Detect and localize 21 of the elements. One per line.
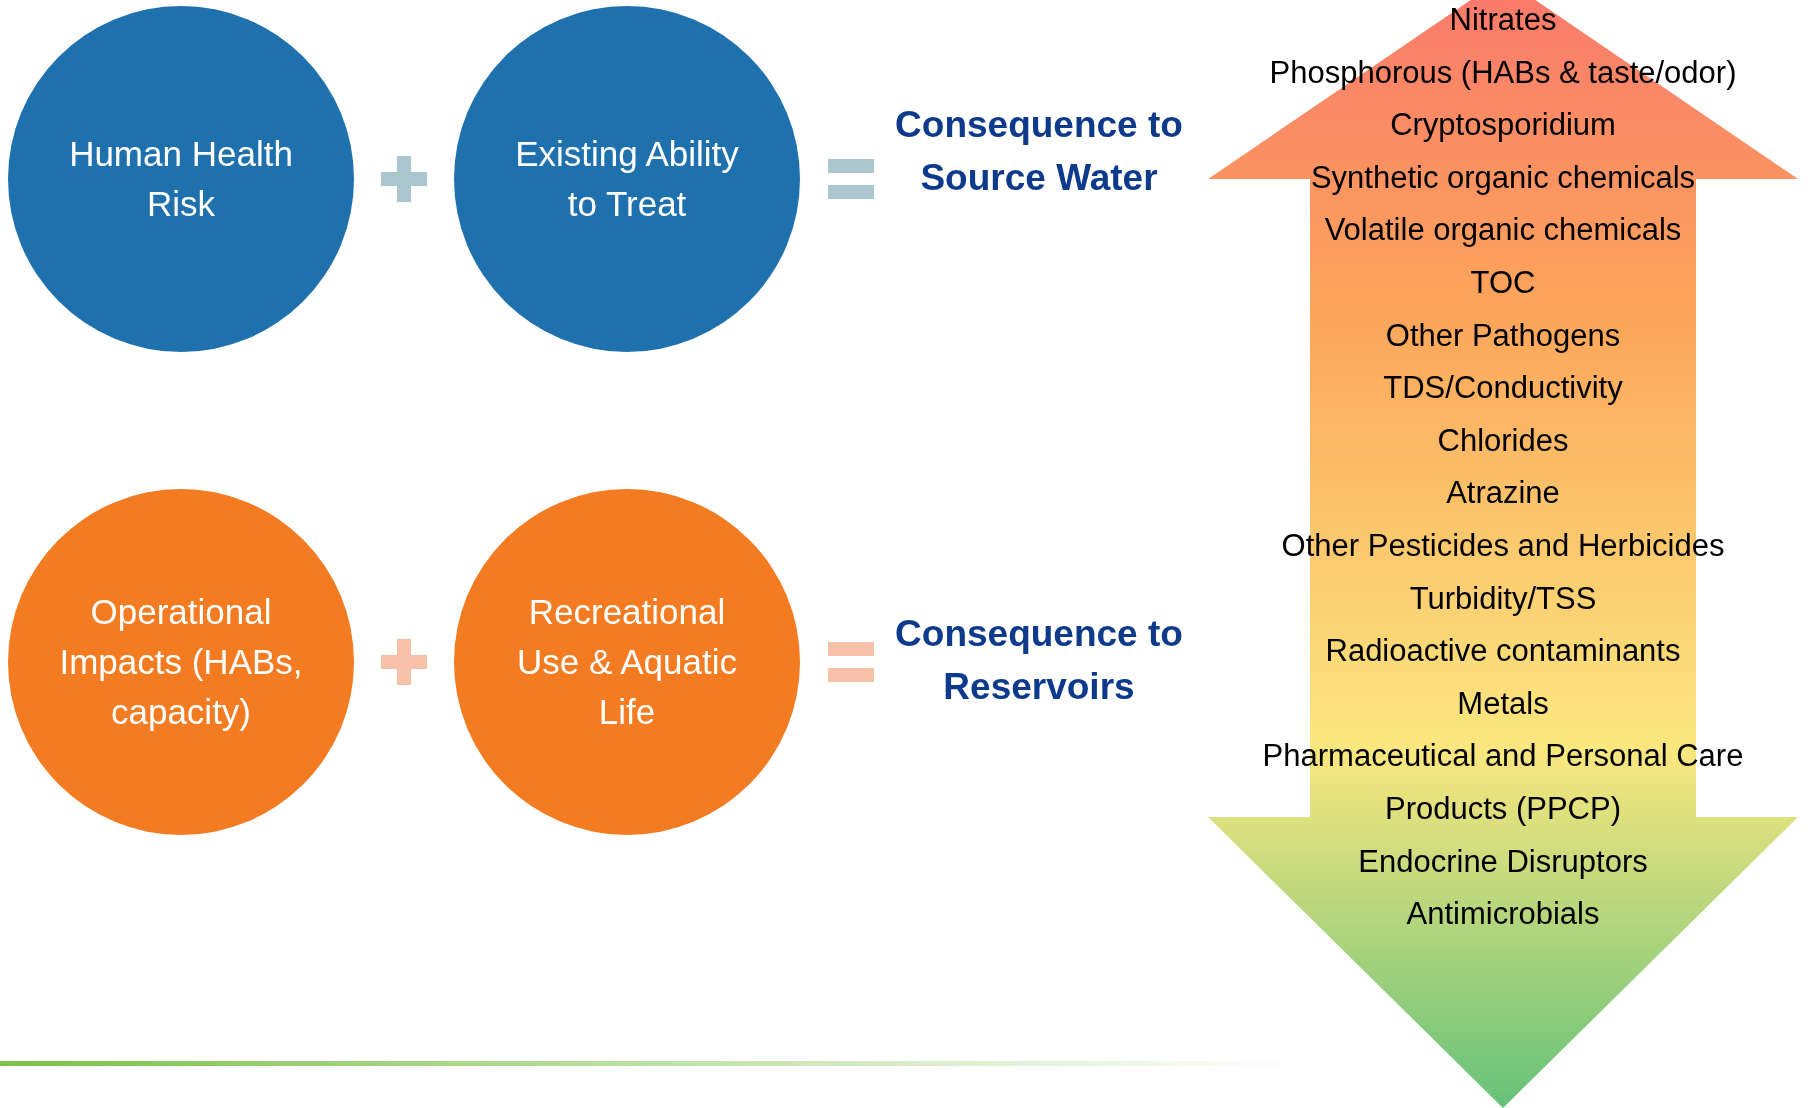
result-label: Consequence to Source Water: [894, 103, 1184, 200]
contaminant-label: Turbidity/TSS: [1409, 579, 1597, 618]
contaminant-label: Endocrine Disruptors: [1358, 842, 1648, 881]
contaminant-label: Atrazine: [1446, 474, 1560, 513]
contaminant-label: Chlorides: [1437, 421, 1569, 460]
contaminant-label: Metals: [1457, 684, 1549, 723]
contaminant-label: TOC: [1470, 263, 1536, 302]
circle-label: Operational Impacts (HABs, capacity): [58, 591, 304, 733]
contaminant-label: Pharmaceutical and Personal Care Products (PPCP): [1261, 737, 1745, 828]
circle-label: Human Health Risk: [68, 133, 294, 225]
contaminant-label: Nitrates: [1449, 1, 1557, 39]
contaminant-label: TDS/Conductivity: [1383, 369, 1623, 408]
contaminant-label: Other Pathogens: [1385, 316, 1621, 355]
circle-label: Existing Ability to Treat: [514, 133, 740, 225]
contaminant-label: Radioactive contaminants: [1325, 632, 1681, 671]
contaminant-label: Volatile organic chemicals: [1324, 211, 1682, 250]
contaminant-label: Cryptosporidium: [1390, 106, 1616, 145]
result-label: Consequence to Reservoirs: [894, 612, 1184, 709]
circle-label: Recreational Use & Aquatic Life: [516, 591, 738, 733]
contaminant-label: Antimicrobials: [1406, 895, 1600, 934]
contaminant-label: Synthetic organic chemicals: [1310, 158, 1696, 197]
